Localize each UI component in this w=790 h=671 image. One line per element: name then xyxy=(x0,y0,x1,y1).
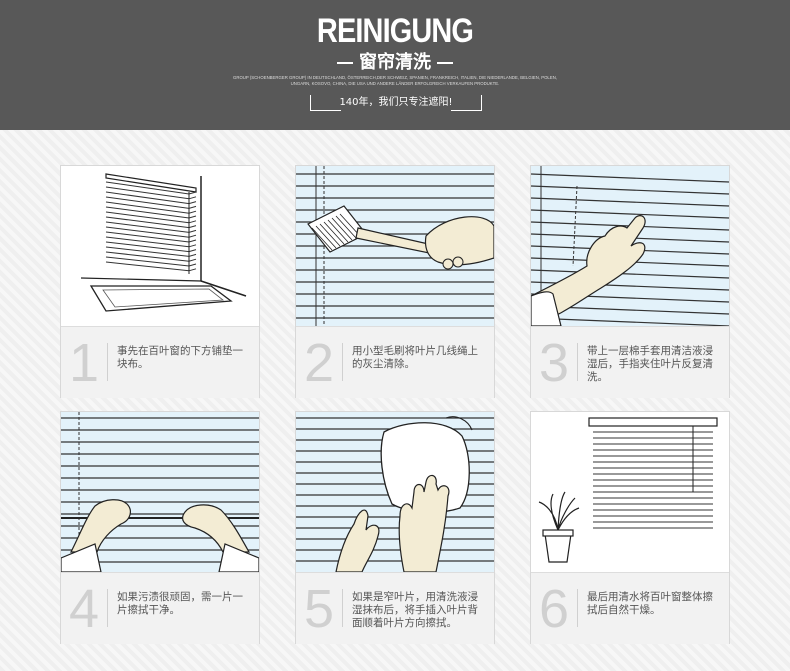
divider xyxy=(342,343,343,381)
divider xyxy=(577,589,578,627)
left-hand-icon xyxy=(70,499,131,553)
fineprint-text: GROUP (SCHOENBERGER GROUP) IN DEUTSCHLAN… xyxy=(233,75,557,86)
step-text: 事先在百叶窗的下方铺垫一块布。 xyxy=(117,345,243,370)
step-text: 最后用清水将百叶窗整体擦拭后自然干燥。 xyxy=(587,591,713,616)
divider xyxy=(437,62,453,64)
step-number: 4 xyxy=(69,579,100,639)
glove-hand-icon xyxy=(531,215,646,326)
step-caption: 5 如果是窄叶片，用清洗液浸湿抹布后，将手插入叶片背面顺着叶片方向擦拭。 xyxy=(296,572,494,644)
divider xyxy=(107,343,108,381)
title-text: 窗帘清洗 xyxy=(359,52,431,73)
page-title: 窗帘清洗 xyxy=(0,48,790,74)
divider xyxy=(107,589,108,627)
slat-line xyxy=(531,197,729,207)
slat-line xyxy=(531,173,729,183)
step-card-1: 1 事先在百叶窗的下方铺垫一块布。 xyxy=(60,165,260,398)
step-number: 1 xyxy=(69,333,100,393)
step-text: 如果是窄叶片，用清洗液浸湿抹布后，将手插入叶片背面顺着叶片方向擦拭。 xyxy=(352,591,478,629)
hand-icon xyxy=(398,474,450,572)
divider xyxy=(577,343,578,381)
step-caption: 6 最后用清水将百叶窗整体擦拭后自然干燥。 xyxy=(531,572,729,644)
step-text: 如果污渍很顽固，需一片一片擦拭干净。 xyxy=(117,591,243,616)
step-card-4: 4 如果污渍很顽固，需一片一片擦拭干净。 xyxy=(60,411,260,644)
left-hand-icon xyxy=(335,509,380,572)
step-card-6: 6 最后用清水将百叶窗整体擦拭后自然干燥。 xyxy=(530,411,730,644)
step-text: 带上一层棉手套用清洁液浸湿后，手指夹住叶片反复清洗。 xyxy=(587,345,713,383)
divider xyxy=(337,62,353,64)
cloth-wiping-illustration xyxy=(296,412,494,572)
step-number: 2 xyxy=(304,333,335,393)
brush-cleaning-illustration xyxy=(296,166,494,326)
hand-icon xyxy=(424,216,494,266)
step-number: 6 xyxy=(539,579,570,639)
potted-plant-icon xyxy=(538,491,580,563)
step-number: 3 xyxy=(539,333,570,393)
slat-line xyxy=(531,209,729,219)
step-caption: 4 如果污渍很顽固，需一片一片擦拭干净。 xyxy=(61,572,259,644)
divider xyxy=(342,589,343,627)
drying-blinds-illustration xyxy=(531,412,729,572)
slat-line xyxy=(531,269,729,279)
step-text: 用小型毛刷将叶片几线绳上的灰尘清除。 xyxy=(352,345,478,370)
slat-line xyxy=(531,317,729,326)
slat-line xyxy=(531,185,729,195)
right-hand-icon xyxy=(182,504,251,553)
glove-cleaning-illustration xyxy=(531,166,729,326)
brush-icon xyxy=(307,205,447,257)
step-card-5: 5 如果是窄叶片，用清洗液浸湿抹布后，将手插入叶片背面顺着叶片方向擦拭。 xyxy=(295,411,495,644)
step-card-2: 2 用小型毛刷将叶片几线绳上的灰尘清除。 xyxy=(295,165,495,398)
slat-wiping-illustration xyxy=(61,412,259,572)
step-card-3: 3 带上一层棉手套用清洁液浸湿后，手指夹住叶片反复清洗。 xyxy=(530,165,730,398)
step-caption: 3 带上一层棉手套用清洁液浸湿后，手指夹住叶片反复清洗。 xyxy=(531,326,729,398)
page-header: REINIGUNG 窗帘清洗 GROUP (SCHOENBERGER GROUP… xyxy=(0,0,790,130)
step-caption: 1 事先在百叶窗的下方铺垫一块布。 xyxy=(61,326,259,398)
brand-title: REINIGUNG xyxy=(316,12,474,50)
step-caption: 2 用小型毛刷将叶片几线绳上的灰尘清除。 xyxy=(296,326,494,398)
step-number: 5 xyxy=(304,579,335,639)
blinds-on-window-illustration xyxy=(61,166,259,326)
slogan: 140年，我们只专注遮阳! xyxy=(310,95,482,111)
